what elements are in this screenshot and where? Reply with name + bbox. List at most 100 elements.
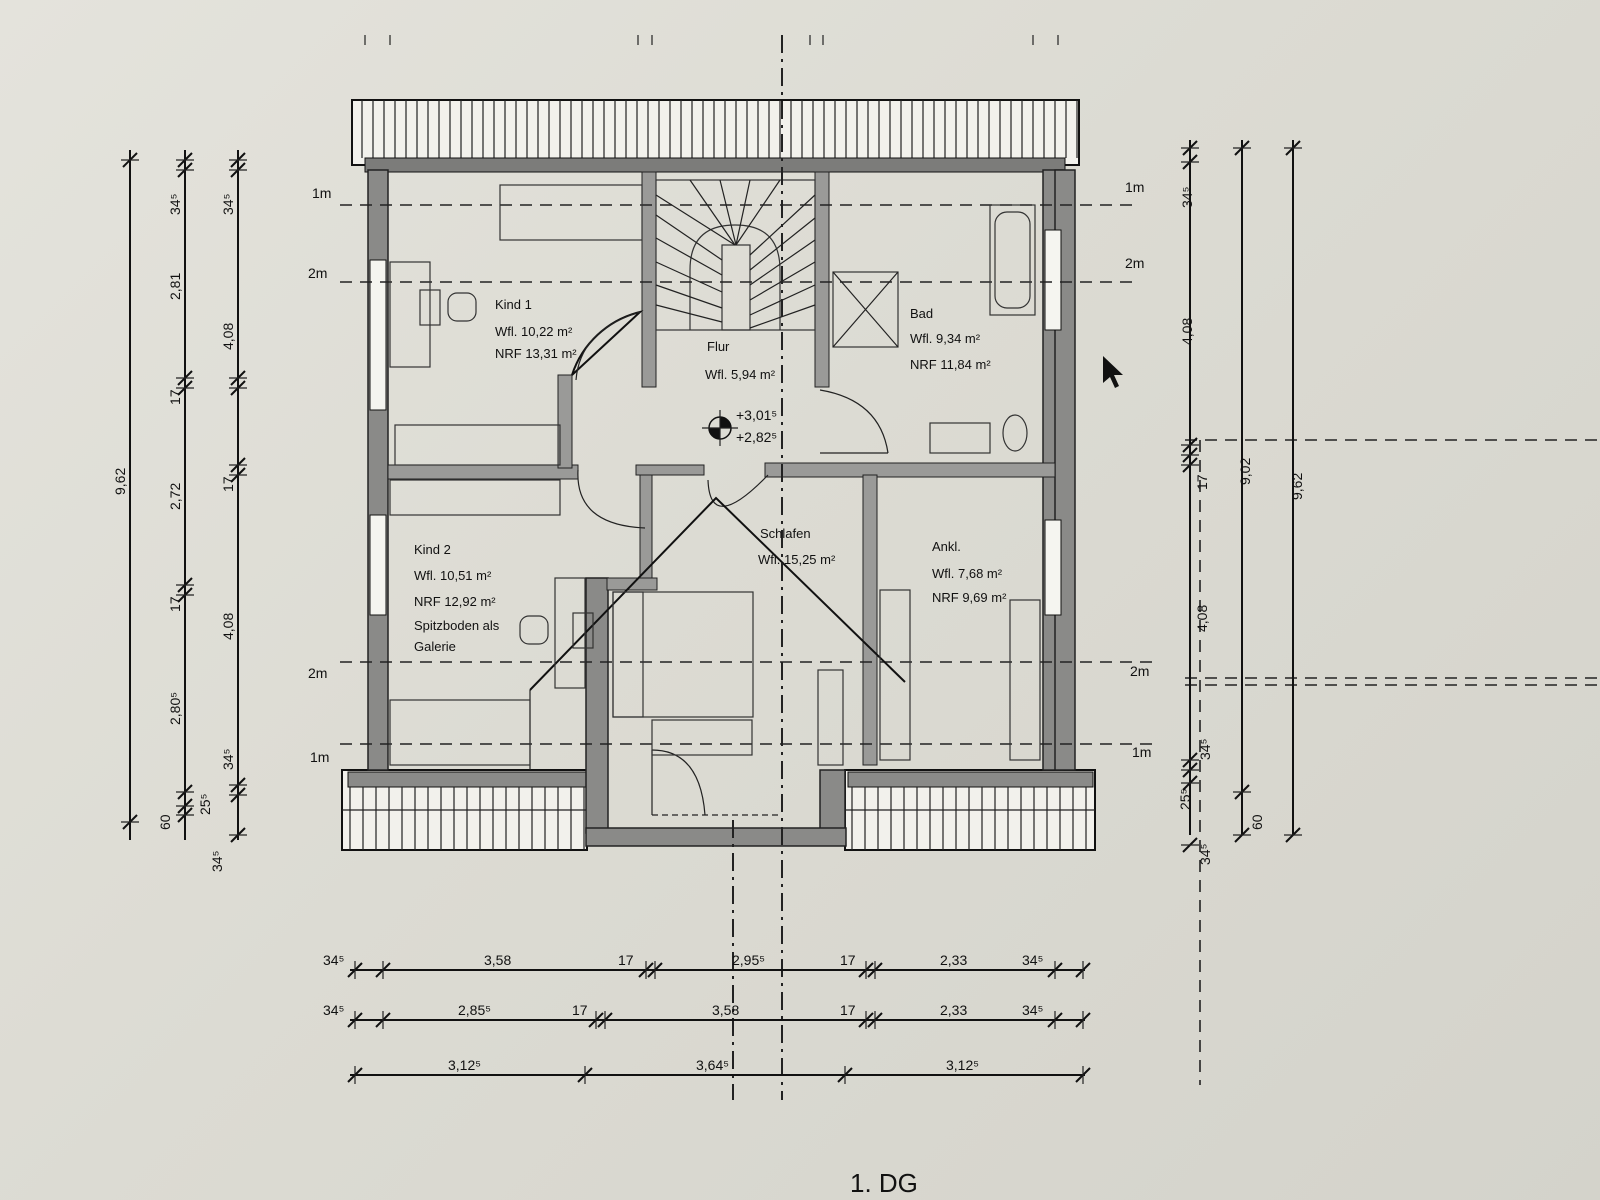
dim-l3-2: 17: [220, 476, 236, 492]
dim-b1-6: 34⁵: [1022, 952, 1043, 968]
dim-r1-2: 17: [1194, 474, 1210, 490]
dim-b2-1: 2,85⁵: [458, 1002, 491, 1018]
left-dimensions: 9,62 34⁵ 2,81 17 2,72 17 2,80⁵ 60 25⁵ 34…: [112, 150, 247, 872]
dim-l3-4: 34⁵: [220, 749, 236, 770]
dim-r1-4: 34⁵: [1197, 739, 1213, 760]
dim-r1-3: 4,08: [1194, 605, 1210, 632]
dim-l2-2: 17: [167, 389, 183, 405]
mouse-pointer-icon: [1103, 356, 1123, 388]
room-labels: Kind 1 Wfl. 10,22 m² NRF 13,31 m² Flur W…: [414, 297, 1007, 654]
plan-title: 1. DG: [850, 1168, 918, 1198]
room-schlafen-wfl: Wfl. 15,25 m²: [758, 552, 836, 567]
level-bottom: +2,82⁵: [736, 429, 777, 445]
room-schlafen-name: Schlafen: [760, 526, 811, 541]
room-bad-name: Bad: [910, 306, 933, 321]
windows: [369, 229, 1062, 616]
room-kind2-note1: Spitzboden als: [414, 618, 500, 633]
room-kind1-wfl: Wfl. 10,22 m²: [495, 324, 573, 339]
stair-step-line: [689, 179, 736, 246]
dim-l3-0: 34⁵: [220, 194, 236, 215]
dim-b1-1: 3,58: [484, 952, 511, 968]
dim-b1-2: 17: [618, 952, 634, 968]
staircase: [655, 179, 816, 331]
roof-bottom-band-right: [844, 769, 1096, 851]
top-ticks: [364, 35, 1059, 45]
dim-b1-3: 2,95⁵: [732, 952, 765, 968]
level-marker: [702, 410, 738, 446]
room-ankl-name: Ankl.: [932, 539, 961, 554]
stair-step-line: [655, 214, 723, 261]
room-ankl-wfl: Wfl. 7,68 m²: [932, 566, 1003, 581]
roof-top-band: [351, 99, 1080, 173]
dim-r1-5: 25⁵: [1177, 789, 1193, 810]
dim-b2-2: 17: [572, 1002, 588, 1018]
height-label-2m-bottom-left: 2m: [308, 665, 327, 681]
room-kind2-nrf: NRF 12,92 m²: [414, 594, 496, 609]
room-kind2-note2: Galerie: [414, 639, 456, 654]
dim-l-outer: 9,62: [112, 468, 128, 495]
room-flur-wfl: Wfl. 5,94 m²: [705, 367, 776, 382]
dim-l2-1: 2,81: [167, 273, 183, 300]
dim-b3-2: 3,12⁵: [946, 1057, 979, 1073]
height-label-1m-top-left: 1m: [312, 185, 331, 201]
dim-b1-4: 17: [840, 952, 856, 968]
dim-b1-0: 34⁵: [323, 952, 344, 968]
height-label-2m-top-right: 2m: [1125, 255, 1144, 271]
dim-r1-6: 34⁵: [1197, 844, 1213, 865]
room-kind1-name: Kind 1: [495, 297, 532, 312]
stair-step-line: [749, 239, 816, 286]
dim-l2-3: 2,72: [167, 483, 183, 510]
dim-r1-0: 34⁵: [1179, 187, 1195, 208]
room-kind2-wfl: Wfl. 10,51 m²: [414, 568, 492, 583]
bottom-dimensions: 34⁵ 3,58 17 2,95⁵ 17 2,33 34⁵ 34⁵ 2,85⁵ …: [323, 952, 1091, 1084]
height-line-labels: 1m 1m 2m 2m 2m 2m 1m 1m: [308, 179, 1151, 765]
dim-r2-1: 60: [1249, 814, 1265, 830]
dim-b3-1: 3,64⁵: [696, 1057, 729, 1073]
room-kind1-nrf: NRF 13,31 m²: [495, 346, 577, 361]
room-bad-nrf: NRF 11,84 m²: [910, 357, 991, 372]
level-top: +3,01⁵: [736, 407, 777, 423]
stair-step-line: [735, 179, 751, 246]
stair-step-line: [655, 261, 723, 293]
dim-b1-5: 2,33: [940, 952, 967, 968]
room-flur-name: Flur: [707, 339, 730, 354]
dim-r2-0: 9,02: [1237, 458, 1253, 485]
room-ankl-nrf: NRF 9,69 m²: [932, 590, 1007, 605]
height-label-1m-top-right: 1m: [1125, 179, 1144, 195]
room-kind2-name: Kind 2: [414, 542, 451, 557]
stair-step-line: [655, 194, 736, 246]
dim-l3-3: 4,08: [220, 613, 236, 640]
dim-l2-6: 60: [157, 814, 173, 830]
stair-step-line: [719, 179, 737, 246]
dim-l2-0: 34⁵: [167, 194, 183, 215]
dim-l2-7: 25⁵: [197, 794, 213, 815]
dim-l2-4: 17: [167, 596, 183, 612]
dim-b2-3: 3,58: [712, 1002, 739, 1018]
dim-b2-6: 34⁵: [1022, 1002, 1043, 1018]
dim-l3-5: 34⁵: [209, 851, 225, 872]
axis-lines: [732, 35, 1600, 1100]
dim-r1-1: 4,08: [1179, 318, 1195, 345]
dim-b3-0: 3,12⁵: [448, 1057, 481, 1073]
height-label-2m-top-left: 2m: [308, 265, 327, 281]
dim-l3-1: 4,08: [220, 323, 236, 350]
room-bad-wfl: Wfl. 9,34 m²: [910, 331, 981, 346]
height-label-1m-bottom-left: 1m: [310, 749, 329, 765]
roof-bottom-band-left: [341, 769, 588, 851]
furniture: [389, 184, 1041, 766]
dim-b2-0: 34⁵: [323, 1002, 344, 1018]
stair-step-line: [655, 284, 723, 309]
dim-b2-5: 2,33: [940, 1002, 967, 1018]
stair-step-line: [735, 179, 781, 246]
stair-step-line: [655, 304, 723, 323]
height-label-2m-bottom-right: 2m: [1130, 663, 1149, 679]
dim-l2-5: 2,80⁵: [167, 692, 183, 725]
stair-step-line: [655, 237, 723, 276]
outer-walls: [367, 169, 1076, 847]
dim-b2-4: 17: [840, 1002, 856, 1018]
height-label-1m-bottom-right: 1m: [1132, 744, 1151, 760]
right-dimensions: 34⁵ 4,08 17 4,08 34⁵ 25⁵ 34⁵ 9,02 60 9,6…: [1177, 140, 1305, 865]
dim-r3-0: 9,62: [1289, 473, 1305, 500]
